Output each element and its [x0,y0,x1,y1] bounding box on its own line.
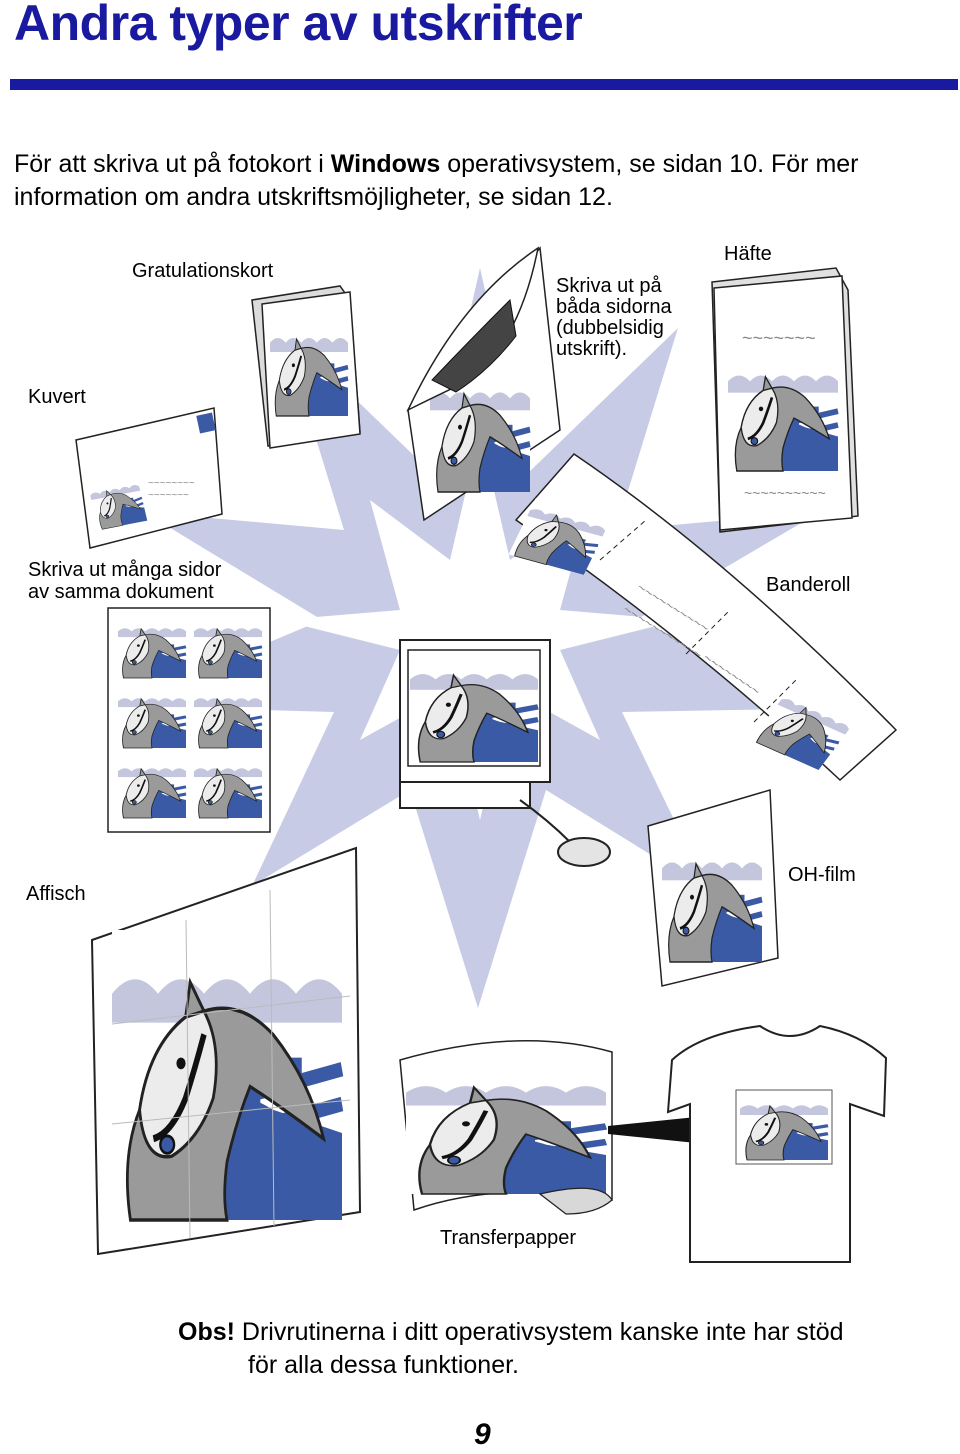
intro-text-2: operativsystem, se sidan 10. För mer [440,150,859,178]
label-greeting-card: Gratulationskort [132,260,274,282]
label-duplex: Skriva ut på båda sidorna (dubbelsidig u… [556,276,672,360]
label-nup: Skriva ut många sidor av samma dokument [28,559,221,603]
label-poster: Affisch [26,883,86,905]
label-banner: Banderoll [766,574,851,596]
transparency-illustration [647,789,779,987]
greeting-card-illustration [251,285,361,449]
label-booklet: Häfte [724,243,772,265]
label-duplex-3: (dubbelsidig [556,317,664,339]
envelope-illustration: ~~~~~~~~ ~~~~~~~ [75,407,223,549]
duplex-illustration [406,246,561,522]
note-label: Obs! [178,1318,235,1346]
label-transfer-paper: Transferpapper [440,1227,576,1249]
note-paragraph: Obs! Drivrutinerna i ditt operativsystem… [178,1316,938,1382]
note-text-1: Drivrutinerna i ditt operativsystem kans… [234,1318,844,1346]
transfer-paper-illustration [399,1040,613,1215]
note-text-2: för alla dessa funktioner. [248,1351,519,1379]
label-transparency: OH-film [788,864,856,886]
intro-paragraph: För att skriva ut på fotokort i Windows … [14,148,954,214]
label-envelope: Kuvert [28,386,86,408]
label-nup-2: av samma dokument [28,581,214,603]
page-number: 9 [474,1418,491,1451]
svg-text:~~~~~~~: ~~~~~~~ [742,328,816,348]
arrow-icon [608,1098,736,1162]
nup-illustration [107,607,271,833]
title-rule [10,79,958,90]
booklet-illustration: ~~~~~~~ ~~~~~~~~~~ [711,267,859,533]
page-title: Andra typer av utskrifter [14,0,583,51]
label-duplex-1: Skriva ut på [556,275,662,297]
label-duplex-4: utskrift). [556,338,628,360]
windows-term: Windows [330,150,441,178]
svg-text:~~~~~~~~~~: ~~~~~~~~~~ [744,485,826,501]
svg-text:~~~~~~~~: ~~~~~~~~ [148,478,195,489]
poster-illustration [90,846,362,1256]
intro-text-1: För att skriva ut på fotokort i [14,150,331,178]
tshirt-illustration [666,1024,888,1263]
label-duplex-2: båda sidorna [556,296,672,318]
intro-text-3: information om andra utskriftsmöjlighete… [14,183,613,211]
label-nup-1: Skriva ut många sidor [28,559,222,581]
monitor-illustration [399,639,611,867]
svg-text:~~~~~~~: ~~~~~~~ [148,490,189,501]
